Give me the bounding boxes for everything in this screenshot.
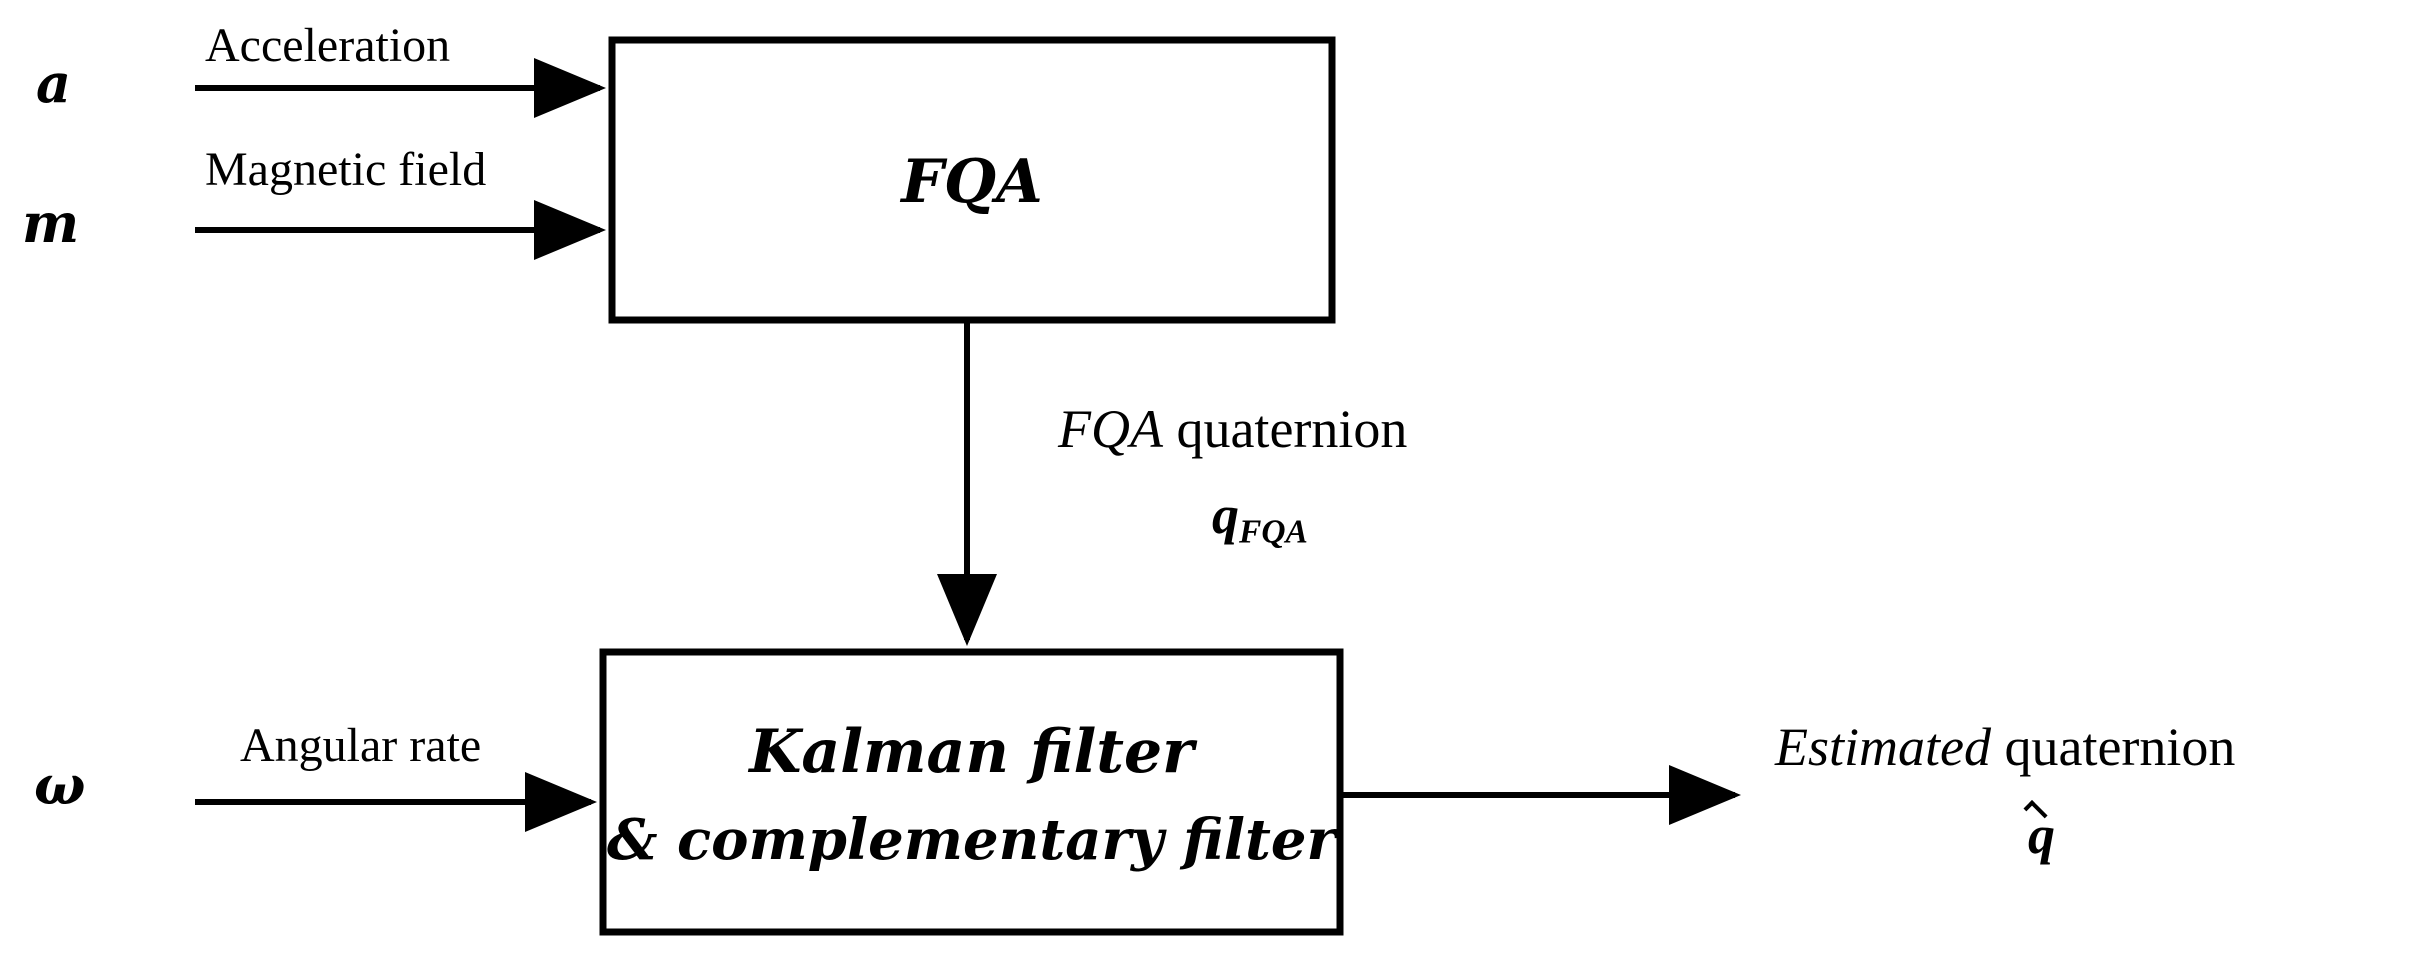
fqa-quaternion-label: FQA quaternion xyxy=(1058,402,1407,456)
estimated-quaternion-word: quaternion xyxy=(2004,717,2236,777)
kalman-block-title-line1: Kalman filter xyxy=(749,717,1194,787)
fqa-block-title: FQA xyxy=(901,147,1043,217)
fqa-quaternion-subscript: FQA xyxy=(1239,513,1308,551)
fqa-block xyxy=(608,36,1336,324)
estimated-quaternion-symbol: q xyxy=(2028,808,2055,862)
estimated-quaternion-q-hat: q xyxy=(2028,805,2055,865)
angular-rate-symbol: ω xyxy=(34,753,86,817)
fqa-quaternion-q: q xyxy=(1212,485,1239,545)
kalman-block-title-line2: & complementary filter xyxy=(606,807,1337,873)
acceleration-label: Acceleration xyxy=(205,19,451,72)
estimated-quaternion-name: Estimated xyxy=(1775,717,1991,777)
magnetic-field-label: Magnetic field xyxy=(205,143,487,196)
fqa-quaternion-symbol: qFQA xyxy=(1212,485,1308,549)
estimated-quaternion-label: Estimated quaternion xyxy=(1775,720,2235,774)
magnetic-field-symbol: m xyxy=(22,191,80,255)
fqa-quaternion-word: quaternion xyxy=(1176,399,1408,459)
angular-rate-label: Angular rate xyxy=(240,719,482,772)
acceleration-symbol: a xyxy=(36,51,71,115)
fqa-quaternion-name: FQA xyxy=(1058,399,1163,459)
kalman-filter-block xyxy=(599,648,1344,936)
